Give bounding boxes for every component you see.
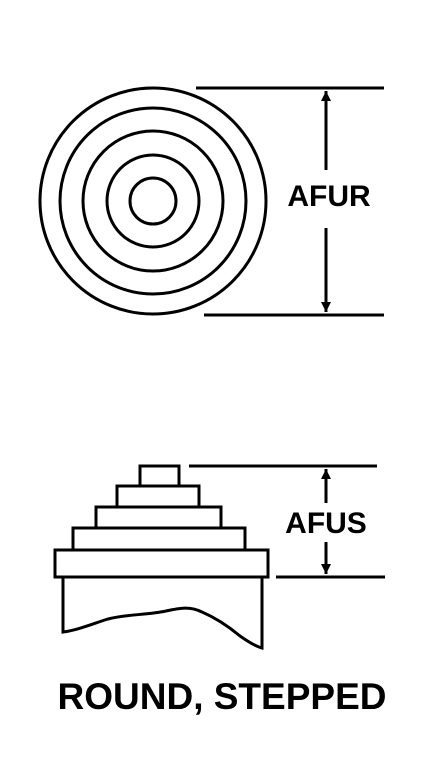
afur-label: AFUR <box>287 180 371 213</box>
step-3 <box>94 505 223 530</box>
afur-dimension <box>196 86 384 317</box>
outer-ring <box>38 86 268 316</box>
afus-dimension <box>189 464 385 579</box>
step-2 <box>115 484 201 509</box>
step-1-top <box>138 464 181 488</box>
body-broken-section <box>61 577 264 650</box>
top-view <box>38 86 268 316</box>
step-4 <box>71 526 247 552</box>
ring-2 <box>58 106 248 296</box>
ring-4 <box>105 153 201 249</box>
inner-ring <box>128 176 178 226</box>
diagram-caption: ROUND, STEPPED <box>58 676 387 717</box>
ring-3 <box>81 129 225 273</box>
side-view <box>53 464 270 650</box>
afus-label: AFUS <box>285 507 367 540</box>
base-flange <box>53 548 270 579</box>
